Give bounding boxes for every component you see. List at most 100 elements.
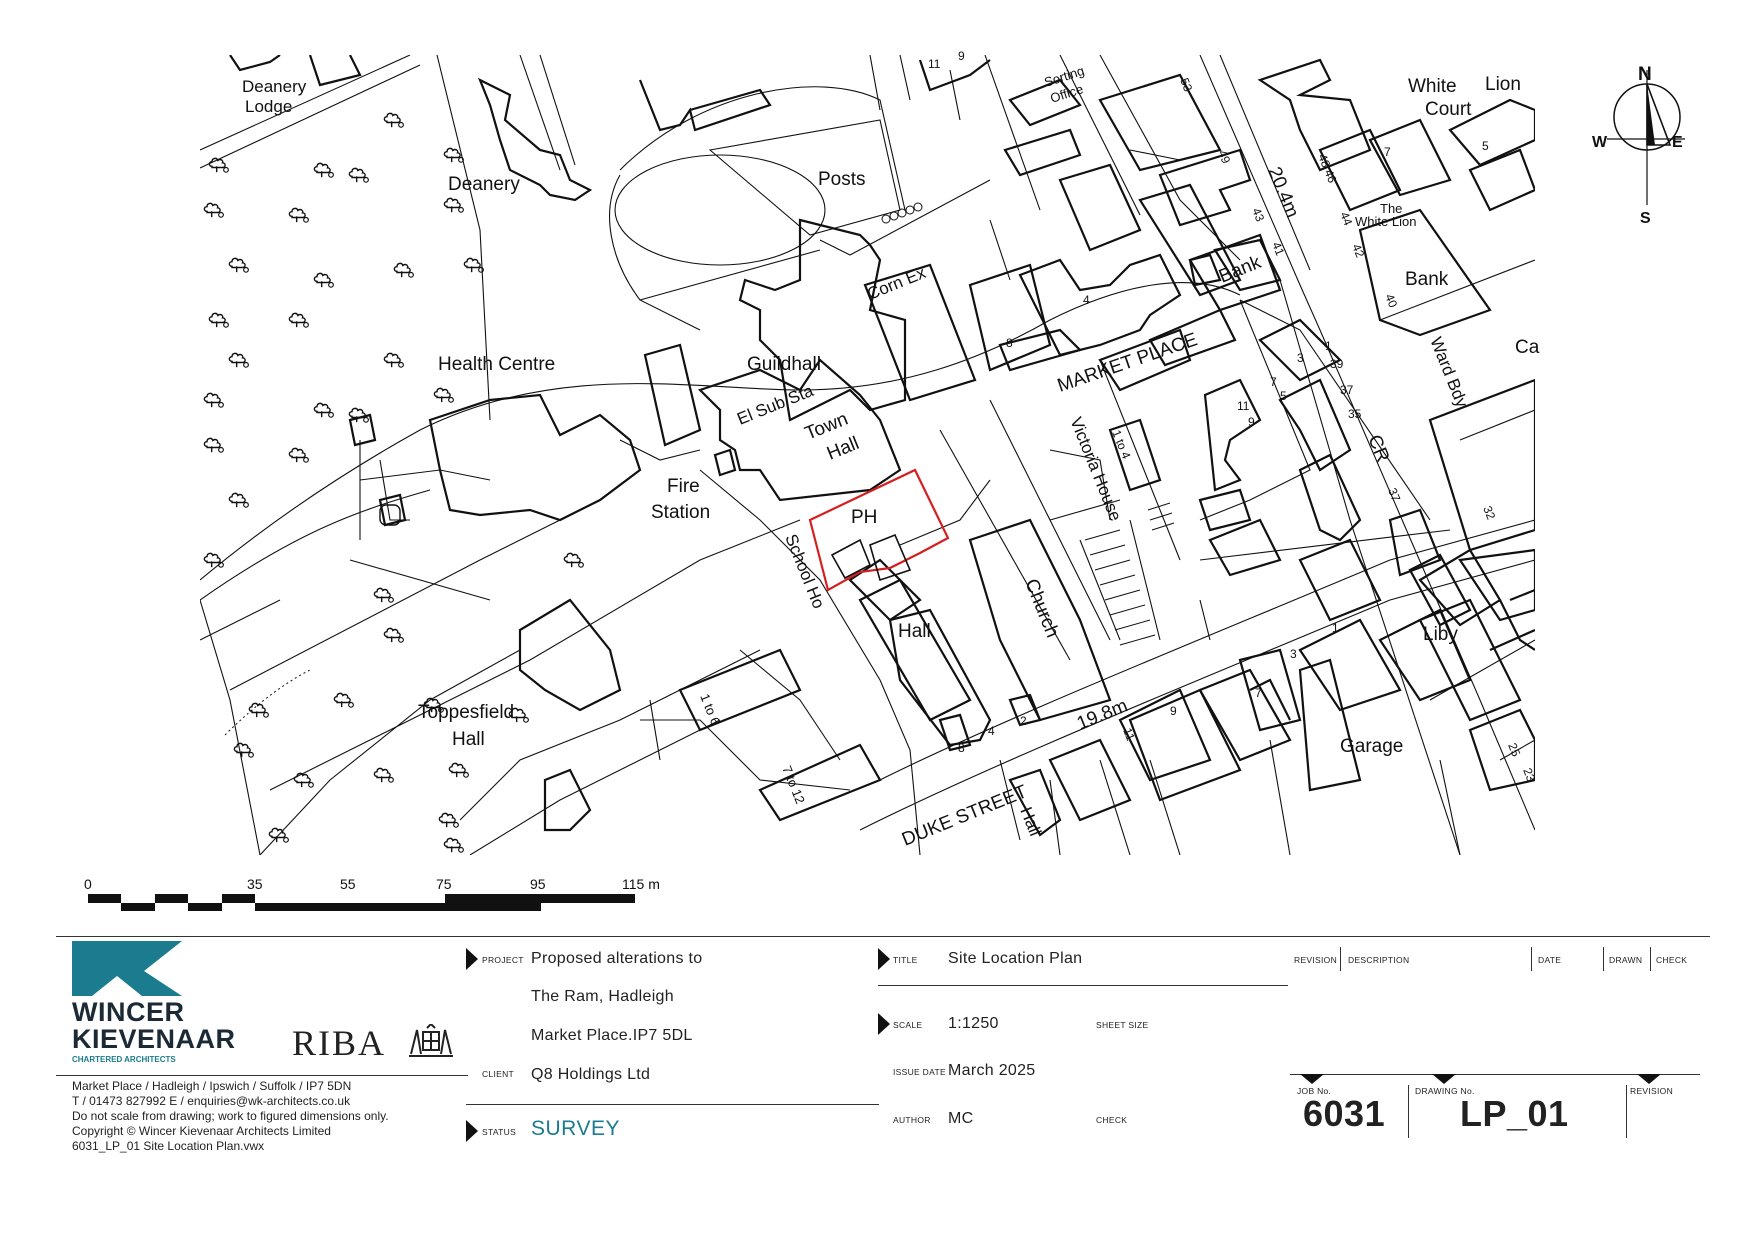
label-spot-level: 20.4m	[1263, 164, 1302, 221]
house-number: 37	[1385, 486, 1403, 504]
house-number: 8	[958, 741, 965, 755]
house-number: 1	[1332, 621, 1339, 635]
svg-text:S: S	[1640, 210, 1651, 227]
label-the-white-lion: White Lion	[1355, 214, 1416, 229]
house-number: 11	[1120, 726, 1138, 743]
label-bank: Bank	[1405, 269, 1449, 290]
revision-label: REVISION	[1630, 1086, 1674, 1096]
svg-text:0: 0	[84, 876, 92, 892]
label-town-hall: Hall	[824, 433, 862, 465]
firm-subtitle: CHARTERED ARCHITECTS	[72, 1055, 176, 1064]
house-number: 3	[1297, 351, 1304, 365]
svg-text:W: W	[1592, 134, 1608, 151]
house-number: 7	[1255, 686, 1262, 700]
scale-bar: 0 35 55 75 95 115 m	[84, 876, 660, 911]
label-church: Church	[1020, 576, 1062, 641]
svg-text:115 m: 115 m	[622, 876, 660, 892]
description-header: DESCRIPTION	[1348, 955, 1410, 965]
firm-address: Market Place / Hadleigh / Ipswich / Suff…	[72, 1079, 389, 1153]
label-health-centre: Health Centre	[438, 354, 555, 375]
label-white-lion: White	[1408, 76, 1457, 97]
date-header: DATE	[1538, 955, 1562, 965]
label-deanery: Deanery	[448, 174, 520, 195]
svg-text:N: N	[1638, 64, 1652, 85]
label-fire-station: Fire	[667, 476, 700, 497]
house-number: 4	[1083, 293, 1090, 307]
house-number: 37	[1340, 383, 1354, 397]
label-ph: PH	[851, 507, 877, 528]
site-boundary	[808, 468, 950, 592]
svg-text:E: E	[1672, 134, 1683, 151]
riba-crest-icon	[409, 1024, 453, 1057]
label-corn-ex: Corn Ex	[864, 263, 929, 304]
house-number: 1	[1325, 339, 1332, 353]
label-the-white-lion: The	[1380, 201, 1402, 216]
svg-text:55: 55	[340, 876, 356, 892]
firm-name: WINCER	[72, 997, 185, 1027]
label-deanery-lodge: Lodge	[245, 97, 292, 116]
author-value: MC	[948, 1110, 974, 1127]
sheet-size-label: SHEET SIZE	[1096, 1020, 1149, 1030]
house-number: 42	[1349, 242, 1367, 260]
house-number: 41	[1269, 240, 1287, 258]
house-number: 40	[1382, 292, 1400, 310]
check-label: CHECK	[1096, 1115, 1128, 1125]
label-fire-station: Station	[651, 502, 710, 523]
label-hall: Hall	[898, 621, 931, 642]
check-header: CHECK	[1656, 955, 1688, 965]
project-label: PROJECT	[482, 955, 524, 965]
firm-name: KIEVENAAR	[72, 1024, 236, 1054]
drawing-no-label: DRAWING No.	[1415, 1086, 1475, 1096]
status-value: SURVEY	[531, 1117, 620, 1140]
wk-logo-icon	[72, 941, 182, 996]
house-number: 11	[928, 57, 941, 71]
svg-text:75: 75	[436, 876, 452, 892]
house-number: 7	[1384, 145, 1391, 159]
title-label: TITLE	[893, 955, 918, 965]
house-number: 7	[1270, 375, 1277, 389]
label-white-lion: Lion	[1485, 74, 1521, 95]
label-bank: Bank	[1216, 252, 1264, 288]
label-liby: Liby	[1423, 624, 1458, 645]
house-number: 23	[1520, 766, 1538, 784]
issue-date-label: ISSUE DATE	[893, 1067, 946, 1077]
label-duke-street: DUKE STREET	[899, 781, 1031, 850]
house-number: 32	[1480, 504, 1498, 522]
client-label: CLIENT	[482, 1069, 515, 1079]
house-number: 9	[1248, 415, 1255, 429]
status-label: STATUS	[482, 1127, 517, 1137]
project-line: Market Place.IP7 5DL	[531, 1027, 693, 1044]
house-number: 5	[1280, 389, 1287, 403]
house-number: 9	[1170, 704, 1177, 718]
house-number: 49	[1215, 148, 1233, 166]
label-white-court: Court	[1425, 99, 1472, 120]
job-number: 6031	[1303, 1093, 1386, 1134]
house-number: 43	[1249, 206, 1267, 224]
label-posts: Posts	[818, 169, 866, 190]
project-line: The Ram, Hadleigh	[531, 988, 674, 1005]
house-number: 39	[1330, 357, 1344, 371]
house-number: 3	[1290, 647, 1297, 661]
label-1-to-6: 1 to 6	[697, 692, 723, 728]
label-garage: Garage	[1340, 736, 1403, 757]
house-number: 8	[1006, 336, 1013, 350]
house-number: 35	[1348, 407, 1362, 421]
issue-date-value: March 2025	[948, 1062, 1036, 1079]
client-value: Q8 Holdings Ltd	[531, 1066, 651, 1083]
label-toppesfield-hall: Toppesfield	[418, 702, 514, 723]
scale-label: SCALE	[893, 1020, 923, 1030]
house-number: 25	[1505, 741, 1523, 759]
house-number: 9	[958, 49, 965, 63]
label-1-to-4: 1 to 4	[1109, 428, 1133, 461]
house-number: 53	[1177, 76, 1195, 94]
author-label: AUTHOR	[893, 1115, 931, 1125]
label-deanery-lodge: Deanery	[242, 77, 307, 96]
house-number: 2	[1020, 714, 1027, 728]
label-ward-bdy: Ward Bdy	[1426, 334, 1472, 410]
label-ca: Ca	[1515, 337, 1540, 358]
house-number: 4	[988, 724, 995, 738]
drawn-header: DRAWN	[1609, 955, 1643, 965]
house-number: 5	[1482, 139, 1489, 153]
drawing-title: Site Location Plan	[948, 950, 1083, 967]
